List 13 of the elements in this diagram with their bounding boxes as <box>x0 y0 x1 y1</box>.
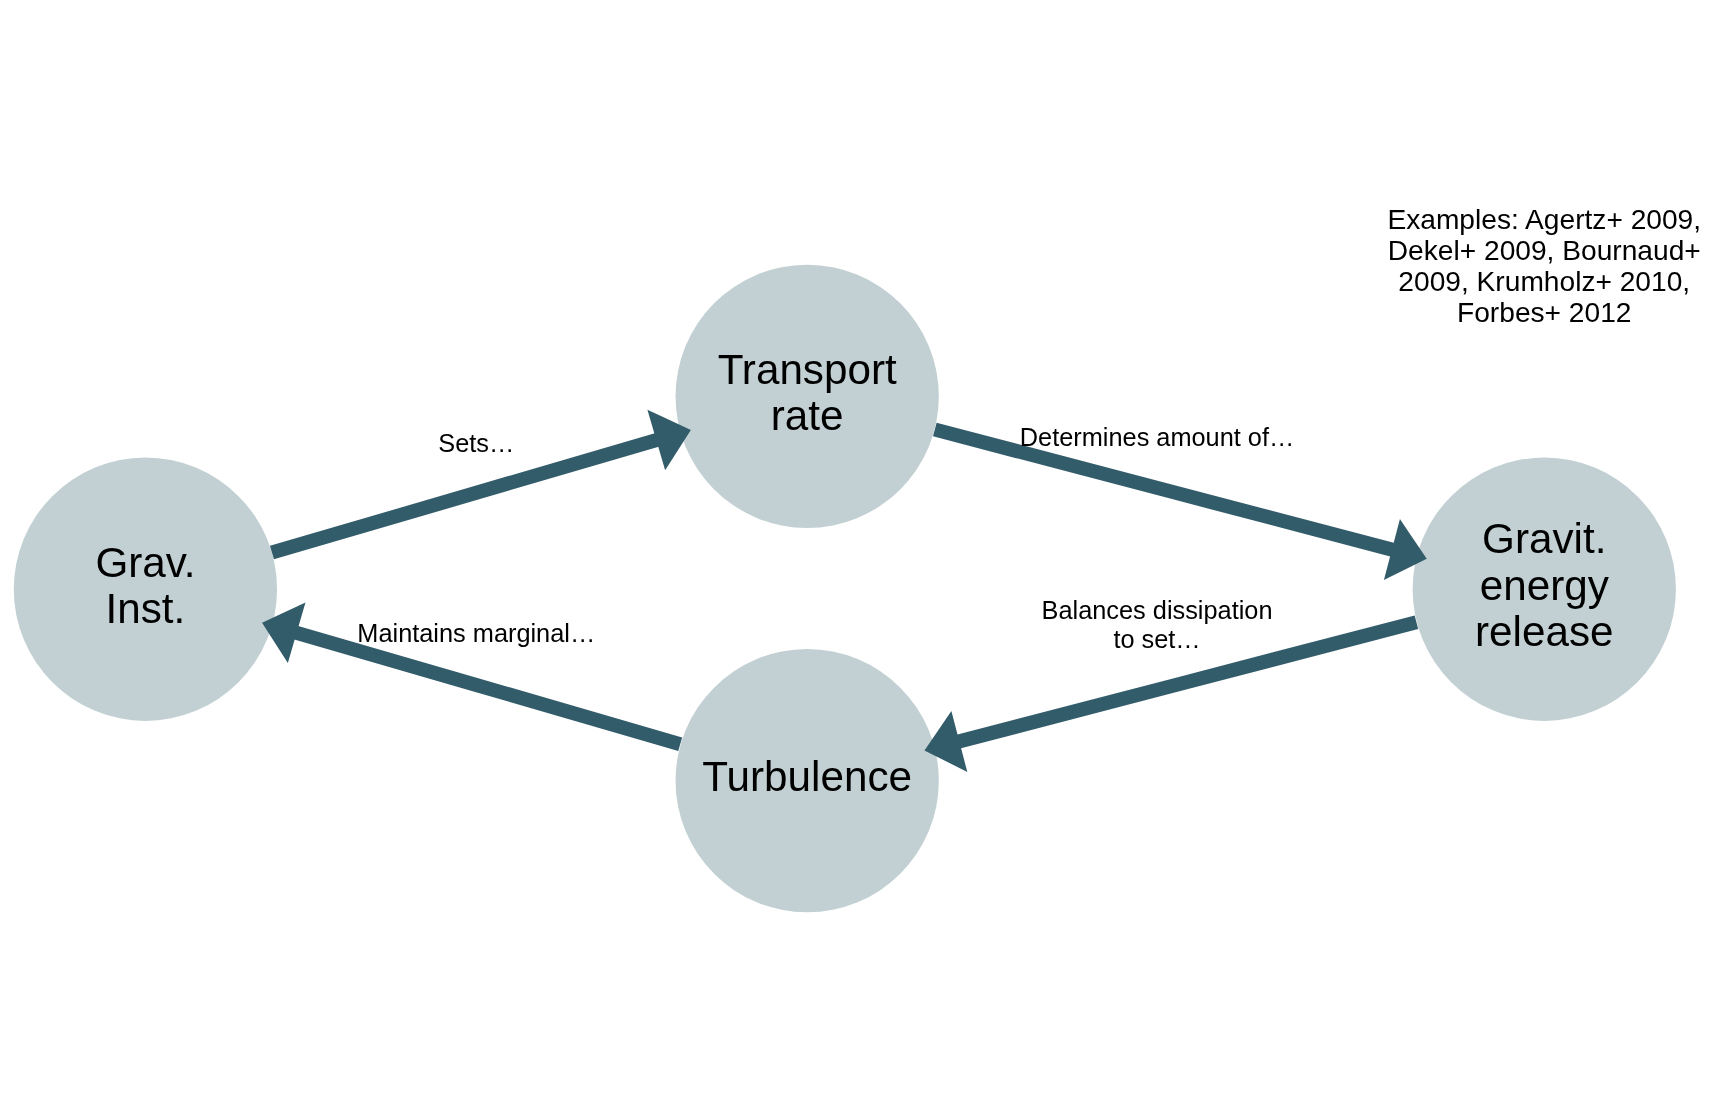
edge-label: Sets… <box>438 428 515 457</box>
arrow <box>262 602 683 751</box>
arrow <box>924 615 1419 772</box>
node-circle: Turbulence <box>675 649 939 913</box>
arrow <box>933 422 1427 581</box>
node-circle: Gravit. energy release <box>1412 457 1676 721</box>
node-circle: Transport rate <box>675 264 939 528</box>
arrow <box>269 409 691 560</box>
node-circle: Grav. Inst. <box>13 457 278 721</box>
edge-label: Determines amount of… <box>1019 423 1295 452</box>
edge-label: Maintains marginal… <box>357 618 596 647</box>
edge-label: Balances dissipation to set… <box>1041 596 1273 653</box>
label: Examples: Agertz+ 2009, Dekel+ 2009, Bournaud+ 2009, Krumholz+ 2010, Forbes+ 2012 <box>1387 203 1702 328</box>
